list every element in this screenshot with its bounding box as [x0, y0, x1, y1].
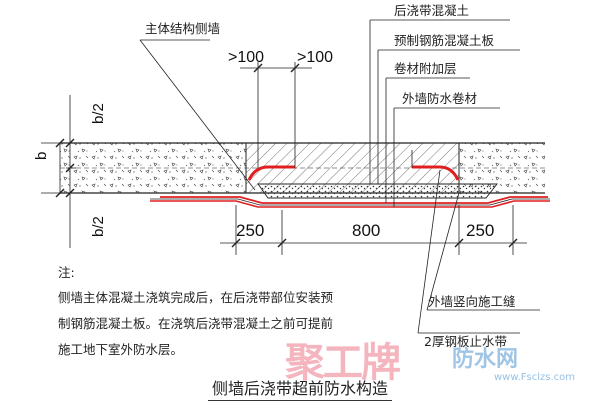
dim-250-left: 250 [236, 221, 264, 240]
steel-waterstop-left [247, 165, 295, 181]
top-dims [240, 62, 413, 168]
precast-slab [257, 183, 498, 199]
label-vertical-joint: 外墙竖向施工缝 [428, 294, 516, 309]
dim-b2-bottom: b/2 [90, 216, 107, 237]
note-line-1: 侧墙主体混凝土浇筑完成后，在后浇带部位安装预 [58, 290, 334, 305]
label-ext-waterproof: 外墙防水卷材 [402, 91, 477, 106]
bottom-dims [220, 205, 527, 255]
label-post-pour: 后浇带混凝土 [394, 3, 469, 18]
dim-left-100: >100 [228, 49, 264, 66]
label-precast-slab: 预制钢筋混凝土板 [394, 33, 495, 48]
membrane-black-line [150, 198, 550, 206]
label-main-wall: 主体结构侧墙 [145, 21, 220, 36]
label-steel-stop: 2厚钢板止水带 [424, 334, 507, 349]
note-line-3: 施工地下室外防水层。 [58, 342, 184, 357]
dim-right-100: >100 [297, 49, 333, 66]
dim-800: 800 [352, 221, 380, 240]
leader-steel-stop [417, 169, 441, 334]
note-title: 注: [58, 265, 75, 280]
label-membrane-extra: 卷材附加层 [394, 61, 457, 76]
figure-caption-text: 侧墙后浇带超前防水构造 [207, 379, 392, 401]
watermark-url: www.Fsclzs.com [494, 372, 576, 383]
watermark-left: 聚工牌 [285, 340, 401, 386]
dim-b2-top: b/2 [90, 103, 107, 124]
exterior-membrane [150, 200, 550, 208]
note-line-2: 制钢筋混凝土板。在浇筑后浇带混凝土之前可提前 [58, 316, 334, 331]
membrane-extra-layer [160, 196, 548, 204]
watermark-right: 防水网 [452, 347, 519, 372]
dim-250-right: 250 [466, 221, 494, 240]
leader-vertical-joint [426, 192, 460, 311]
right-leaders [369, 19, 520, 207]
dim-b: b [33, 152, 50, 160]
leader-main-wall-diag [139, 39, 256, 191]
steel-waterstop-right [412, 165, 460, 181]
figure-caption: 侧墙后浇带超前防水构造 [0, 375, 600, 401]
vertical-dims [41, 95, 76, 248]
